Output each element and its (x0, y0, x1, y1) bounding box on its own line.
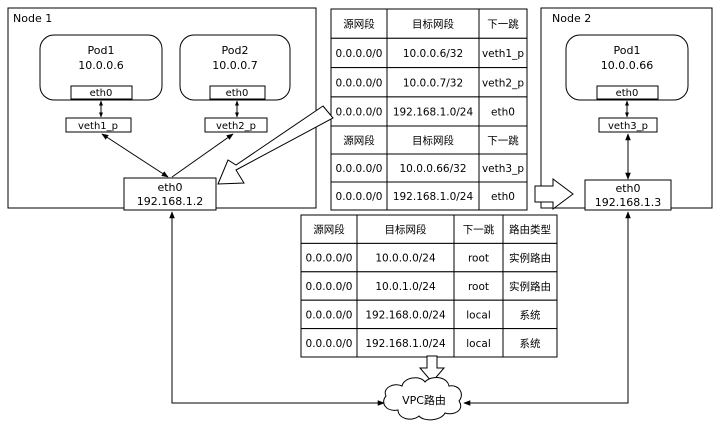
table-cell (478, 153, 528, 183)
table-cell-text: 10.0.0.7/32 (403, 77, 463, 89)
table-header-cell (330, 125, 388, 155)
node-1-route-table: 源网段 目标网段 下一跳 0.0.0.0/0 10.0.0.6/32 veth1_p 0.0… (330, 8, 528, 127)
table-cell-text: 0.0.0.0/0 (306, 253, 353, 265)
table-cell-text: local (466, 338, 490, 350)
table-cell-text: eth0 (491, 191, 515, 203)
table-header-text: 路由类型 (509, 223, 551, 236)
table-header-text: 目标网段 (412, 18, 454, 31)
table-cell-text: 0.0.0.0/0 (336, 191, 383, 203)
node-2-route-table: 源网段 目标网段 下一跳 0.0.0.0/0 10.0.0.66/32 veth3_p 0.… (330, 125, 528, 211)
table-cell-text: root (468, 253, 489, 265)
table-cell-text: 0.0.0.0/0 (336, 163, 383, 175)
node-1-pod1: Pod1 10.0.0.6 eth0 (39, 34, 163, 101)
table-cell-text: 0.0.0.0/0 (336, 77, 383, 89)
table-cell (478, 67, 528, 98)
node-2-eth0: eth0 (615, 182, 640, 195)
vpc-router-cloud-icon (383, 377, 462, 421)
vpc-route-table: 源网段 目标网段 下一跳 路由类型 0.0.0.0/0 10.0.0.0/24 root 实例… (300, 214, 558, 358)
node-1-pod1-name: Pod1 (88, 44, 115, 57)
node-2-eth0-to-vpc-link (463, 211, 631, 406)
table-to-node-2-arrow (534, 178, 574, 210)
node-1: Node 1 Pod1 10.0.0.6 eth0 veth1_p Pod2 1… (7, 7, 317, 211)
table-cell-text: 0.0.0.0/0 (306, 338, 353, 350)
table-cell-text: 0.0.0.0/0 (336, 107, 383, 119)
table-cell-text: 实例路由 (509, 280, 551, 293)
node-1-veth1: veth1_p (78, 121, 118, 132)
node-1-veth2: veth2_p (216, 121, 256, 132)
table-cell (478, 37, 528, 69)
node-2-pod1-eth0: eth0 (616, 88, 639, 99)
node-1-pod2-name: Pod2 (222, 44, 249, 57)
table-header-text: 下一跳 (487, 134, 519, 147)
table-cell-text: 0.0.0.0/0 (306, 281, 353, 293)
node-1-pod2: Pod2 10.0.0.7 eth0 (179, 34, 291, 101)
node-1-eth0: eth0 (157, 181, 182, 194)
table-cell-text: 系统 (520, 308, 541, 321)
table-cell-text: 192.168.1.0/24 (393, 107, 474, 119)
table-cell (478, 181, 528, 211)
table-header-text: 目标网段 (385, 223, 427, 236)
table-header-text: 源网段 (343, 18, 375, 31)
table-cell-text: 10.0.0.66/32 (400, 163, 467, 175)
node-1-pod1-ip: 10.0.0.6 (78, 59, 123, 72)
node-1-veth2-eth0-link (171, 133, 234, 178)
table-header-cell (478, 8, 528, 39)
table-cell (330, 37, 388, 69)
table-header-text: 源网段 (313, 223, 345, 236)
node-2-pod1: Pod1 10.0.0.66 eth0 (565, 34, 689, 101)
table-to-node-1-arrow (217, 105, 334, 185)
table-cell-text: 系统 (520, 337, 541, 350)
node-1-pod1-eth0: eth0 (90, 88, 113, 99)
node-1-eth0-to-vpc-link (169, 211, 385, 406)
table-header-cell (330, 8, 388, 39)
node-2-eth0-ip: 192.168.1.3 (595, 196, 661, 209)
node-2-title: Node 2 (552, 12, 591, 25)
table-cell-text: root (468, 281, 489, 293)
table-header-text: 目标网段 (412, 134, 454, 147)
node-2-pod1-name: Pod1 (614, 44, 641, 57)
table-cell-text: 10.0.0.0/24 (375, 253, 436, 265)
table-header-text: 下一跳 (463, 223, 495, 236)
table-cell-text: eth0 (491, 107, 515, 119)
table-cell (330, 181, 388, 211)
vpc-router-label: VPC路由 (402, 393, 446, 407)
table-cell-text: 192.168.1.0/24 (393, 191, 474, 203)
table-cell-text: veth3_p (482, 163, 524, 175)
table-cell (330, 67, 388, 98)
node-1-pod2-ip: 10.0.0.7 (212, 59, 257, 72)
table-cell-text: 10.0.0.6/32 (403, 48, 463, 60)
table-cell-text: veth1_p (482, 48, 524, 60)
table-cell-text: 0.0.0.0/0 (336, 48, 383, 60)
node-1-pod2-eth0: eth0 (226, 88, 249, 99)
table-cell-text: 192.168.0.0/24 (365, 309, 446, 321)
table-header-text: 源网段 (343, 134, 375, 147)
node-2: Node 2 Pod1 10.0.0.66 eth0 veth3_p eth0 … (540, 7, 713, 211)
table-to-vpc-arrow (418, 355, 446, 383)
table-cell-text: 10.0.1.0/24 (375, 281, 436, 293)
node-1-title: Node 1 (13, 12, 52, 25)
table-cell-text: local (466, 309, 490, 321)
table-header-text: 下一跳 (487, 18, 519, 31)
node-2-pod1-ip: 10.0.0.66 (601, 59, 653, 72)
vpc-router: VPC路由 (383, 377, 462, 421)
node-2-veth3: veth3_p (608, 121, 648, 132)
table-cell-text: 实例路由 (509, 252, 551, 265)
table-cell-text: 192.168.1.0/24 (365, 338, 446, 350)
node-1-eth0-ip: 192.168.1.2 (137, 195, 203, 208)
table-cell-text: 0.0.0.0/0 (306, 309, 353, 321)
node-1-veth1-eth0-link (101, 133, 169, 178)
table-cell (386, 181, 480, 211)
table-cell-text: veth2_p (482, 77, 524, 89)
table-cell (386, 96, 480, 127)
